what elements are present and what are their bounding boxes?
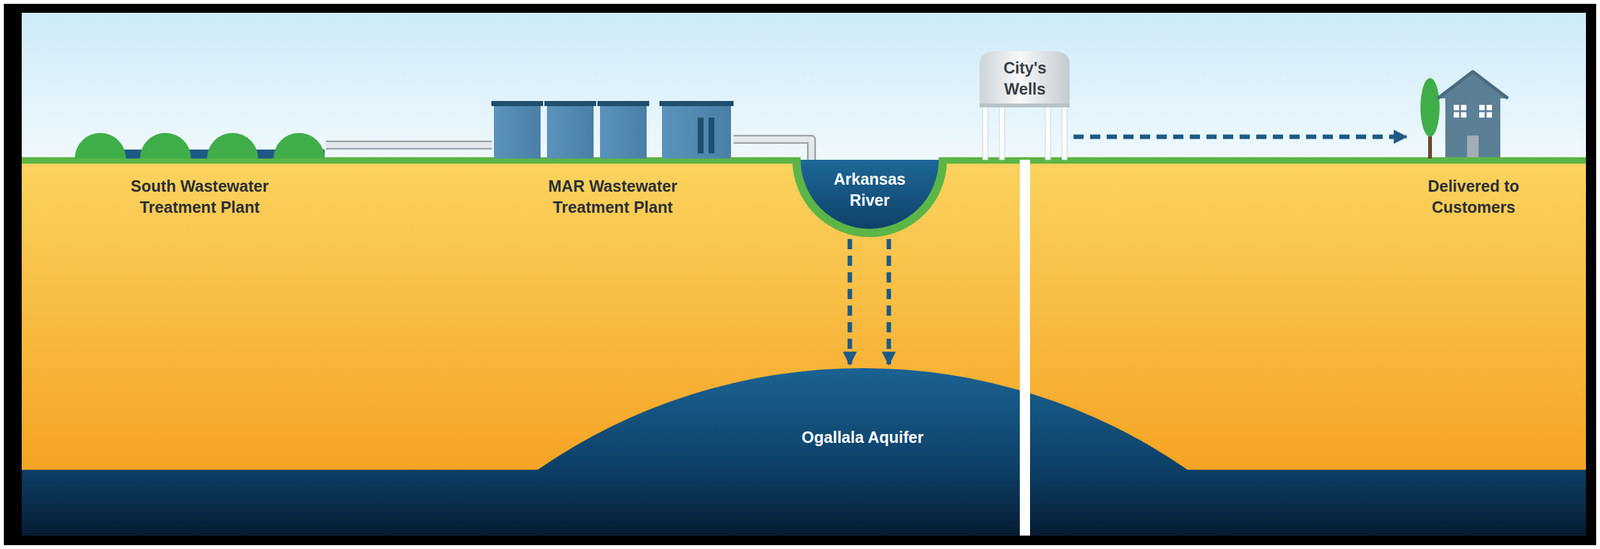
tank-lip (491, 100, 544, 107)
treatment-plant: South Wastewater Treatment Plant (73, 95, 326, 227)
building-door (708, 117, 715, 154)
customer-house: Delivered to Customers (1408, 67, 1539, 224)
house-roof (1437, 71, 1508, 99)
house-wall (1445, 95, 1501, 158)
digester-dome (273, 132, 325, 159)
node-label: MAR Wastewater Treatment Plant (516, 175, 709, 218)
pipe-connector (325, 145, 493, 146)
aquifer-band (21, 469, 1586, 536)
dash-connector (849, 238, 889, 365)
node-label: South Wastewater Treatment Plant (104, 175, 296, 218)
tank-lip (544, 100, 597, 107)
pipe-body (733, 139, 812, 160)
tower-leg (1045, 102, 1051, 160)
ground-line (938, 157, 1586, 164)
aquifer-region: Ogallala Aquifer (536, 366, 1189, 536)
black-frame (3, 3, 1597, 546)
window-bars (1453, 104, 1493, 118)
aquifer-dome (536, 368, 1189, 471)
node-label: City's Wells (986, 57, 1064, 100)
digester-dome (207, 132, 259, 159)
tower-leg (1061, 102, 1068, 160)
treatment-plant: MAR Wastewater Treatment Plant (492, 99, 734, 227)
well-shaft (1019, 159, 1031, 536)
node-label: Delivered to Customers (1412, 175, 1535, 218)
house-door (1467, 135, 1479, 158)
river-basin: Arkansas River (792, 159, 947, 238)
river-water (800, 159, 939, 229)
water-tower: City's Wells (977, 49, 1073, 160)
tank-band (979, 103, 1070, 108)
soil (21, 159, 1586, 536)
tank-lip (597, 100, 650, 107)
treatment-tank (600, 103, 647, 159)
node-label: Arkansas River (821, 168, 918, 211)
building-door (697, 117, 704, 154)
building-roof (659, 100, 734, 107)
tower-leg (982, 102, 988, 160)
water-tank (979, 51, 1070, 108)
plant-building (661, 103, 731, 159)
flow-arrow (886, 238, 892, 365)
pipe-connector (733, 139, 812, 160)
pipe-outline (733, 139, 812, 160)
tree-crown (1420, 77, 1440, 137)
pipe-outline (325, 140, 493, 150)
flow-arrow (847, 238, 853, 365)
pipe-body (325, 142, 493, 149)
dash-connector (1073, 136, 1407, 138)
treatment-tank (493, 103, 541, 159)
sky (21, 12, 1586, 162)
digester-dome (139, 132, 192, 159)
digester-dome (74, 132, 126, 159)
treatment-tank (546, 103, 594, 159)
river-bank (792, 159, 947, 238)
flow-arrow (1073, 134, 1407, 140)
tower-leg (999, 102, 1005, 160)
shaft-connector (1024, 159, 1026, 536)
node-label: Ogallala Aquifer (728, 426, 997, 448)
